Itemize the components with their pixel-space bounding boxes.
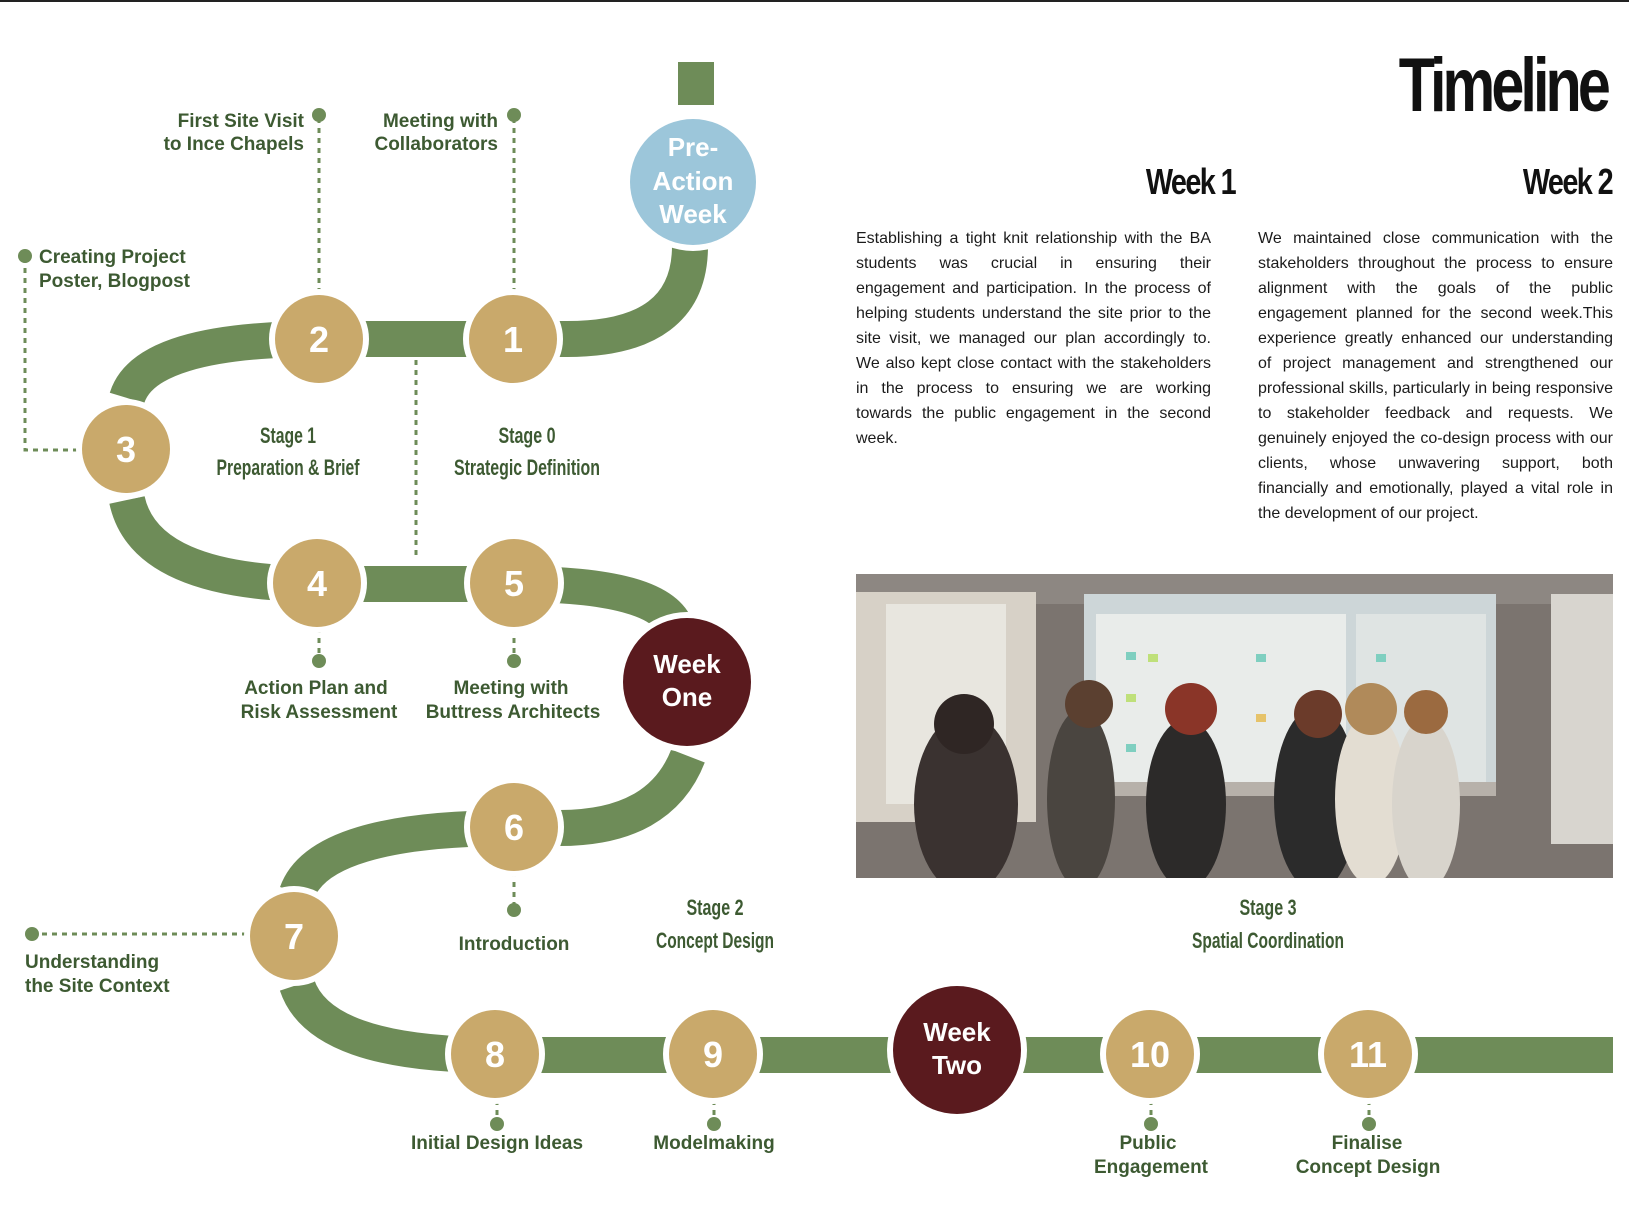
dot-modelmaking [707, 1117, 721, 1131]
label-meeting-collaborators-1: Meeting with [383, 111, 498, 132]
step-5: 5 [464, 533, 564, 633]
step-11-number: 11 [1349, 1034, 1387, 1075]
week-2-description: We maintained close communication with t… [1258, 230, 1613, 522]
step-8: 8 [445, 1004, 545, 1104]
stage1-title: Stage 1 [260, 423, 316, 448]
connector-end-dots [18, 108, 1376, 1131]
step-6-number: 6 [504, 807, 524, 848]
step-3: 3 [76, 399, 176, 499]
step-1: 1 [463, 289, 563, 389]
week-one-line-2: One [662, 682, 713, 712]
workshop-photo-illustration [856, 574, 1613, 878]
top-rule [0, 0, 1629, 2]
step-9: 9 [663, 1004, 763, 1104]
stage3-subtitle: Spatial Coordination [1192, 928, 1344, 953]
step-circles: 1 2 3 4 5 6 7 8 [76, 289, 1418, 1104]
dot-introduction [507, 903, 521, 917]
step-7: 7 [244, 886, 344, 986]
path-segment-pre-to-1 [513, 245, 708, 357]
stage0-title: Stage 0 [499, 423, 556, 448]
dot-initial-design [490, 1117, 504, 1131]
dot-understanding-site [25, 927, 39, 941]
week-1-heading: Week 1 [1145, 161, 1237, 202]
dot-creating-poster [18, 249, 32, 263]
stage2-subtitle: Concept Design [656, 928, 774, 953]
label-finalise-concept-1: Finalise [1332, 1133, 1403, 1154]
label-finalise-concept-2: Concept Design [1296, 1157, 1441, 1178]
dot-first-site-visit [312, 108, 326, 122]
week-two-circle: Week Two [887, 980, 1027, 1120]
week-2-heading: Week 2 [1522, 161, 1614, 202]
week-1-description: Establishing a tight knit relationship w… [856, 230, 1211, 447]
label-first-site-visit-2: to Ince Chapels [164, 134, 304, 155]
label-meeting-buttress-2: Buttress Architects [426, 702, 601, 723]
label-meeting-buttress-1: Meeting with [453, 678, 568, 699]
label-modelmaking: Modelmaking [653, 1133, 774, 1154]
dot-action-plan [312, 654, 326, 668]
step-5-number: 5 [504, 563, 524, 604]
pre-action-week-circle: Pre- Action Week [624, 113, 762, 251]
label-understanding-site-1: Understanding [25, 952, 159, 973]
path-segment-week1-to-6 [514, 748, 705, 846]
week-one-circle: Week One [617, 612, 757, 752]
week-two-line-1: Week [923, 1017, 991, 1047]
label-creating-poster-1: Creating Project [39, 247, 186, 268]
label-public-engagement-1: Public [1119, 1133, 1176, 1154]
label-meeting-collaborators-2: Collaborators [374, 134, 498, 155]
label-introduction: Introduction [459, 934, 570, 955]
label-action-plan-1: Action Plan and [244, 678, 388, 699]
step-8-number: 8 [485, 1034, 505, 1075]
step-10-number: 10 [1130, 1034, 1170, 1075]
step-11: 11 [1318, 1004, 1418, 1104]
stage1-subtitle: Preparation & Brief [217, 455, 360, 480]
label-action-plan-2: Risk Assessment [241, 702, 398, 723]
step-4: 4 [267, 533, 367, 633]
pre-action-line-3: Week [659, 199, 727, 229]
dot-meeting-buttress [507, 654, 521, 668]
label-first-site-visit-1: First Site Visit [178, 111, 305, 132]
step-1-number: 1 [503, 319, 523, 360]
stage0-subtitle: Strategic Definition [454, 455, 600, 480]
step-3-number: 3 [116, 429, 136, 470]
page-title: Timeline [1398, 43, 1611, 128]
stage-labels: Stage 1 Preparation & Brief Stage 0 Stra… [217, 423, 1345, 953]
stage2-title: Stage 2 [687, 895, 744, 920]
step-2-number: 2 [309, 319, 329, 360]
week-two-line-2: Two [932, 1050, 982, 1080]
step-labels: First Site Visit to Ince Chapels Meeting… [25, 111, 1440, 1178]
stage3-title: Stage 3 [1240, 895, 1297, 920]
label-public-engagement-2: Engagement [1094, 1157, 1209, 1178]
step-7-number: 7 [284, 916, 304, 957]
label-creating-poster-2: Poster, Blogpost [39, 271, 191, 292]
step-10: 10 [1100, 1004, 1200, 1104]
dot-meeting-collaborators [507, 108, 521, 122]
label-understanding-site-2: the Site Context [25, 976, 170, 997]
pre-action-line-1: Pre- [668, 132, 719, 162]
connector-creating-poster [23, 258, 80, 452]
step-9-number: 9 [703, 1034, 723, 1075]
pre-action-line-2: Action [653, 166, 734, 196]
step-4-number: 4 [307, 563, 327, 604]
step-6: 6 [464, 777, 564, 877]
label-initial-design: Initial Design Ideas [411, 1133, 583, 1154]
dot-public-engagement [1144, 1117, 1158, 1131]
workshop-photo [856, 574, 1613, 878]
step-2: 2 [269, 289, 369, 389]
week-one-line-1: Week [653, 649, 721, 679]
dot-finalise-concept [1362, 1117, 1376, 1131]
